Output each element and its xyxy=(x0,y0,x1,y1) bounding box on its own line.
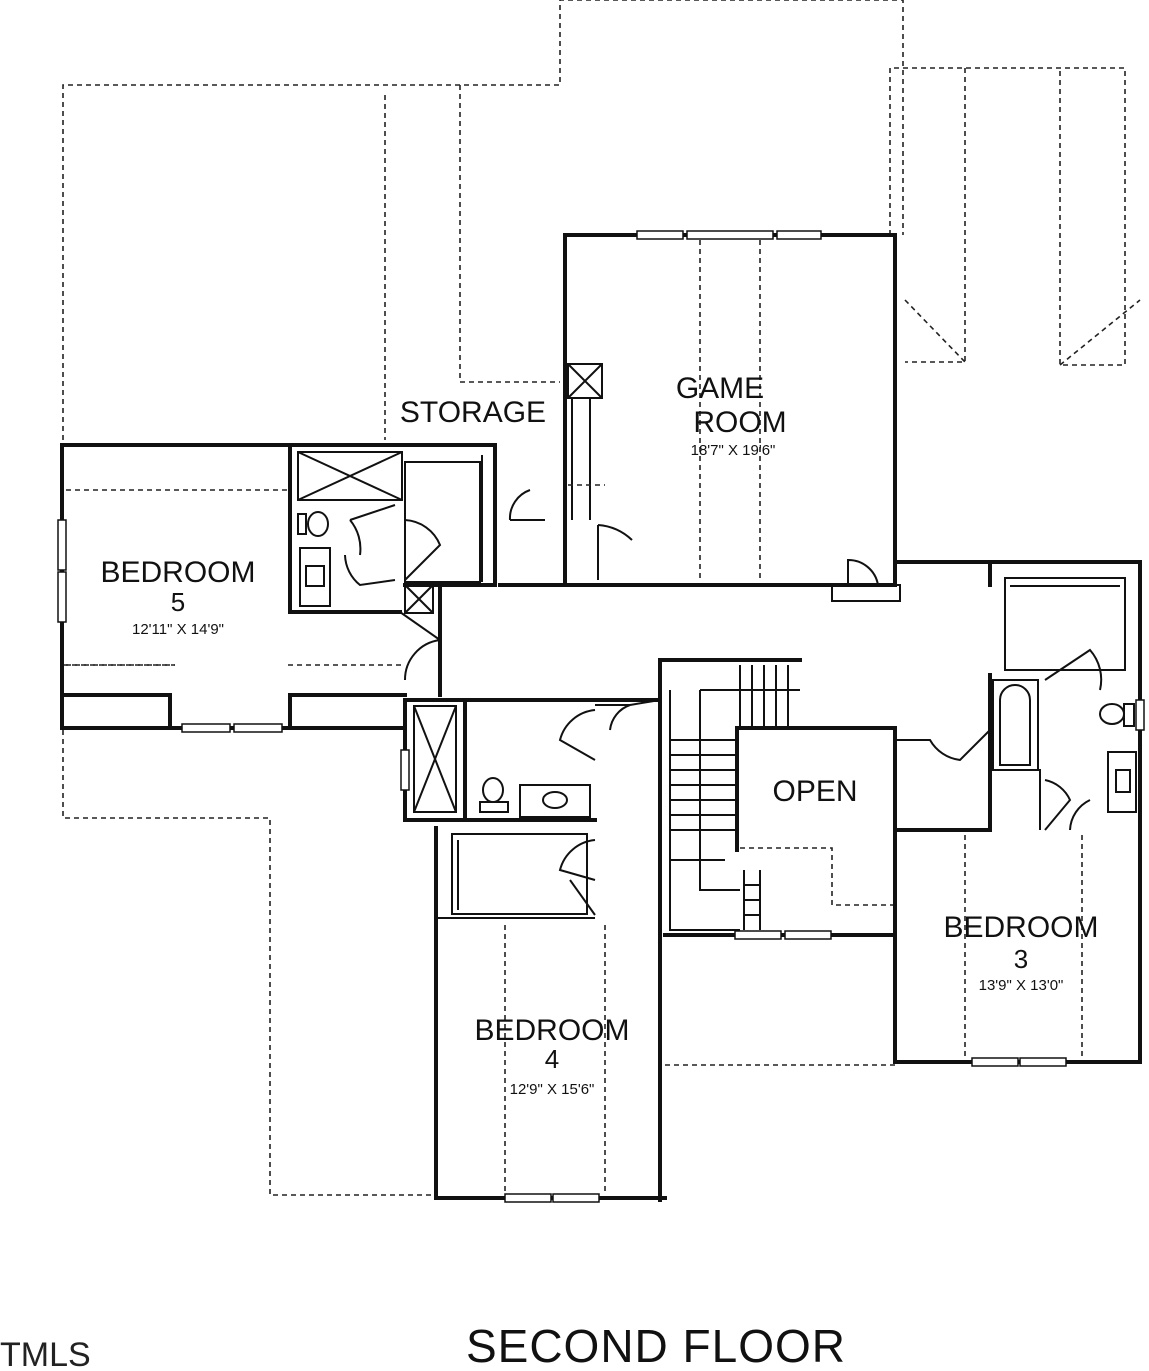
storage-label: STORAGE xyxy=(400,396,546,429)
bedroom-3-walls xyxy=(893,560,1145,1067)
center-bath-fixtures xyxy=(400,698,661,822)
game-room-label-line2: ROOM xyxy=(693,406,786,439)
bedroom-4-label: BEDROOM xyxy=(474,1014,629,1047)
bedroom-3-dimensions: 13'9" X 13'0" xyxy=(979,977,1064,994)
dashed-outline-group xyxy=(62,0,1141,1196)
bedroom-5-dimensions: 12'11" X 14'9" xyxy=(132,621,224,638)
bedroom-4-dimensions: 12'9" X 15'6" xyxy=(510,1081,595,1098)
floor-title: SECOND FLOOR xyxy=(466,1320,846,1371)
bedroom-4-closet xyxy=(434,826,667,1200)
hallway-walls xyxy=(403,489,992,1202)
game-room-dimensions: 18'7" X 19'6" xyxy=(691,442,776,459)
bedroom-4-walls xyxy=(504,925,606,1203)
open-area-label: OPEN xyxy=(772,775,857,808)
watermark-text: TMLS xyxy=(0,1336,91,1371)
bedroom-5-label: BEDROOM xyxy=(100,556,255,589)
bedroom-3-number: 3 xyxy=(1014,944,1028,974)
game-room-label-line1: GAME xyxy=(676,372,764,405)
bedroom-3-label: BEDROOM xyxy=(943,911,1098,944)
bedroom-4-number: 4 xyxy=(545,1044,559,1074)
bedroom-5-walls xyxy=(57,443,441,733)
bath-5-fixtures xyxy=(288,443,497,614)
game-room-walls xyxy=(563,230,901,602)
bedroom-5-number: 5 xyxy=(171,587,185,617)
